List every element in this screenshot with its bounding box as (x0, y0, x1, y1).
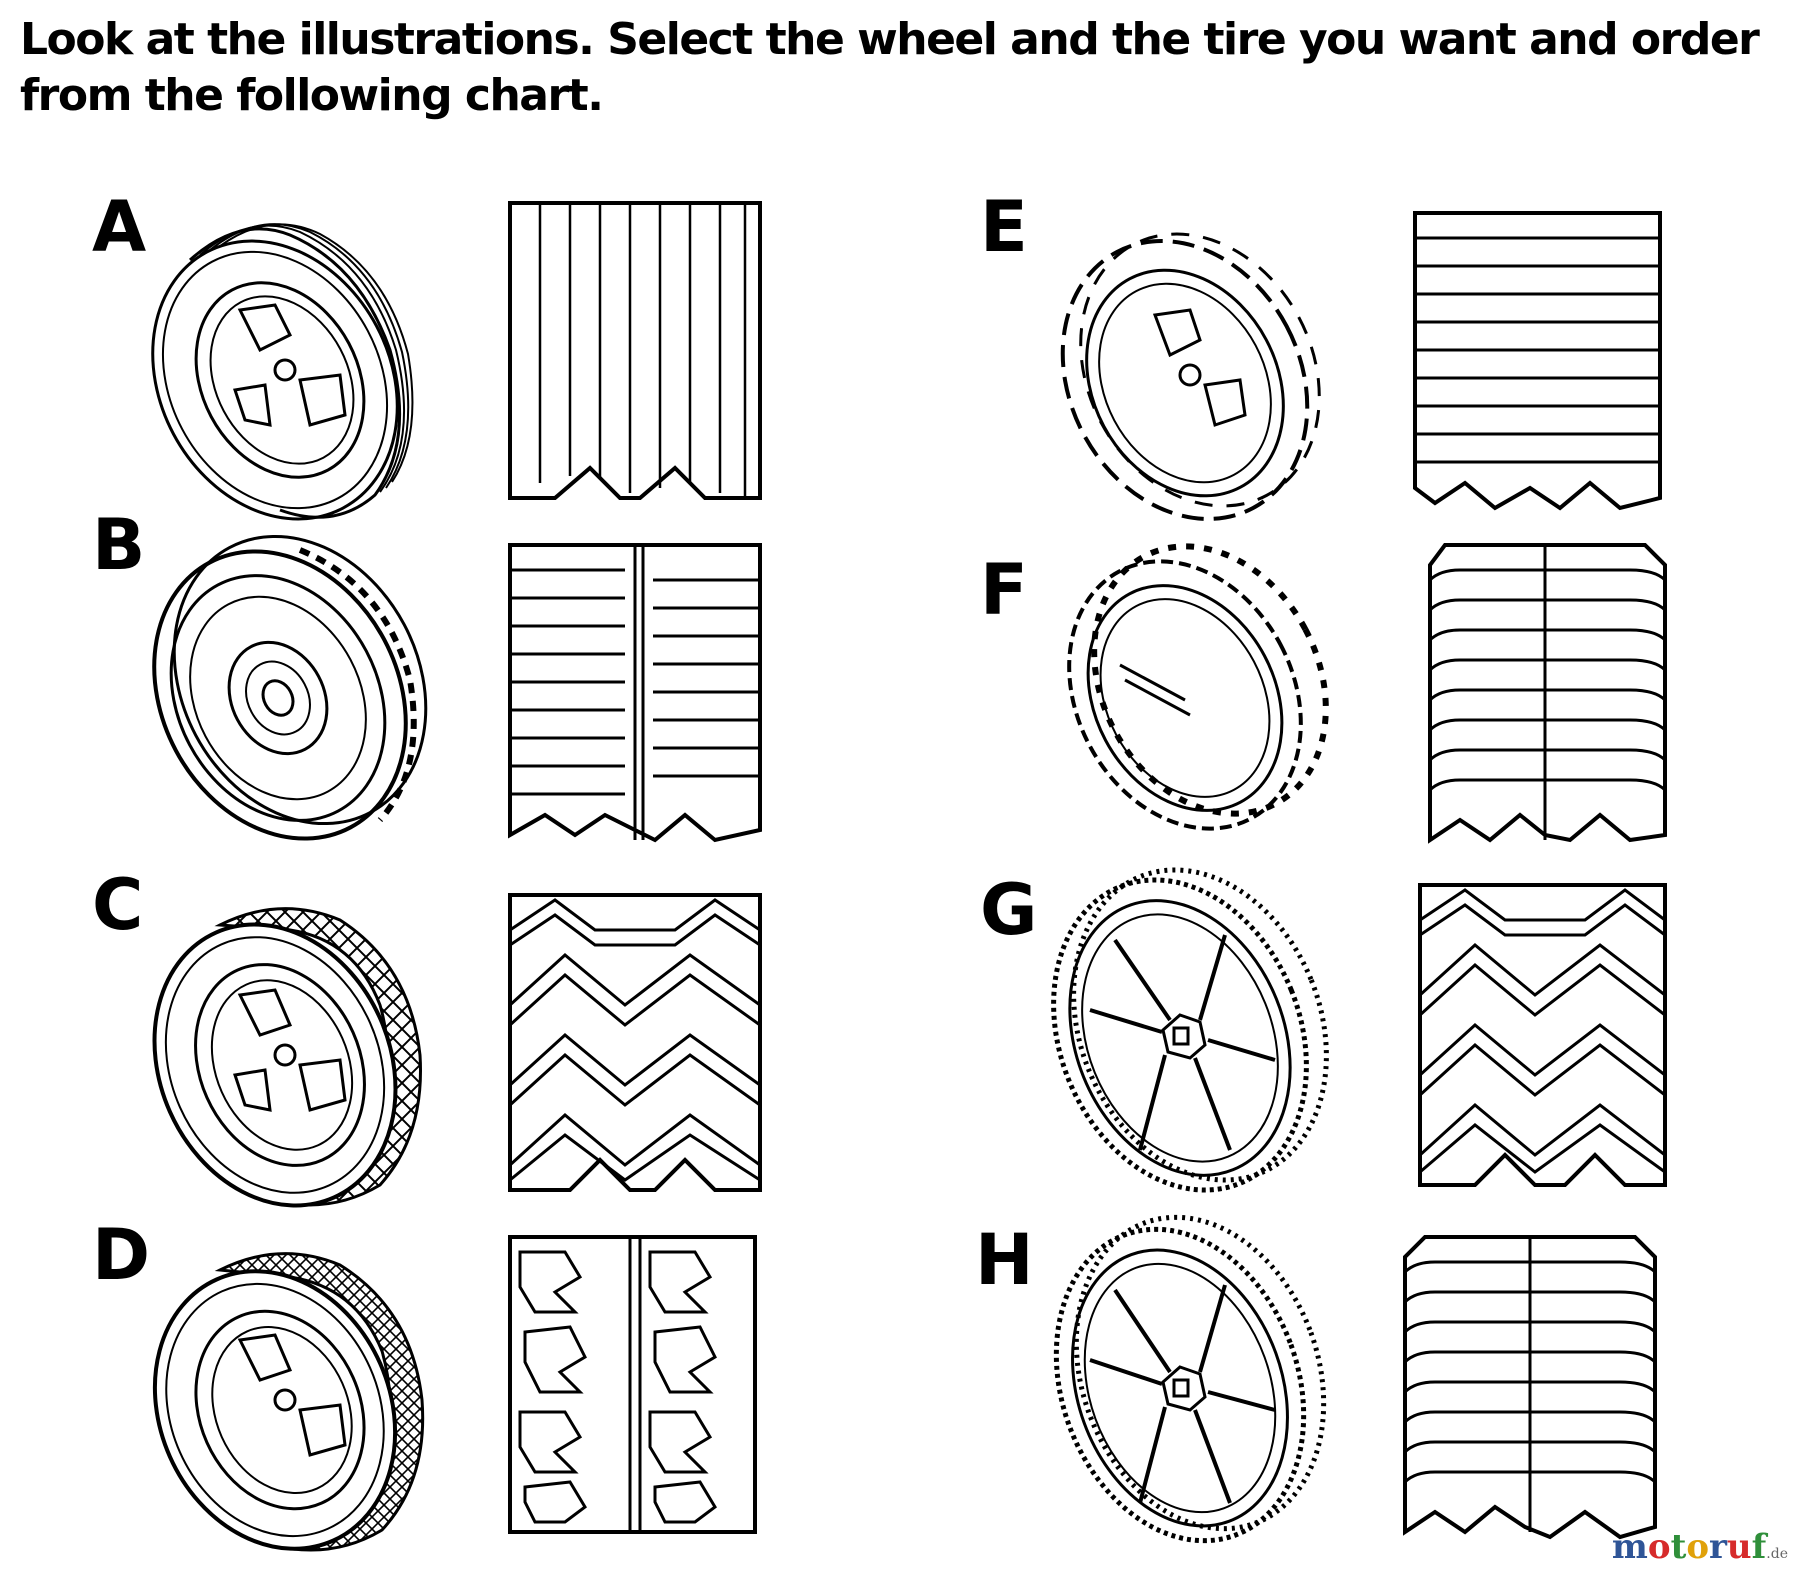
item-letter-b: B (92, 504, 146, 586)
tire-tread-f (1420, 540, 1675, 850)
item-letter-f: F (980, 549, 1028, 631)
tire-tread-e (1410, 208, 1675, 518)
tire-tread-g (1415, 880, 1680, 1200)
watermark-letter: r (1709, 1527, 1727, 1567)
wheel-f-illustration (1060, 535, 1340, 845)
tire-tread-h (1400, 1232, 1665, 1552)
wheel-a-illustration (150, 210, 450, 530)
wheel-b-illustration (150, 530, 450, 850)
item-letter-h: H (975, 1219, 1034, 1301)
item-letter-e: E (980, 186, 1028, 268)
tire-tread-d (505, 1232, 770, 1547)
watermark-letter: o (1686, 1527, 1709, 1567)
tire-tread-b (505, 540, 770, 860)
watermark-suffix: .de (1766, 1546, 1788, 1562)
item-letter-a: A (92, 186, 147, 268)
tire-tread-a (505, 198, 770, 518)
item-letter-d: D (92, 1214, 151, 1296)
wheel-c-illustration (150, 885, 450, 1215)
item-letter-c: C (92, 864, 144, 946)
item-letter-g: G (980, 869, 1038, 951)
watermark-letter: m (1611, 1527, 1648, 1567)
wheel-h-illustration (1050, 1205, 1350, 1555)
wheel-g-illustration (1050, 860, 1350, 1205)
tire-tread-c (505, 890, 770, 1210)
wheel-d-illustration (150, 1235, 450, 1555)
watermark-letter: o (1647, 1527, 1671, 1567)
watermark-letter: f (1751, 1527, 1767, 1567)
watermark-letter: t (1670, 1527, 1687, 1567)
watermark-letter: u (1726, 1527, 1752, 1567)
motoruf-watermark-logo: motoruf.de (1612, 1527, 1788, 1574)
instructions-text: Look at the illustrations. Select the wh… (20, 14, 1760, 121)
wheel-e-illustration (1060, 215, 1340, 535)
